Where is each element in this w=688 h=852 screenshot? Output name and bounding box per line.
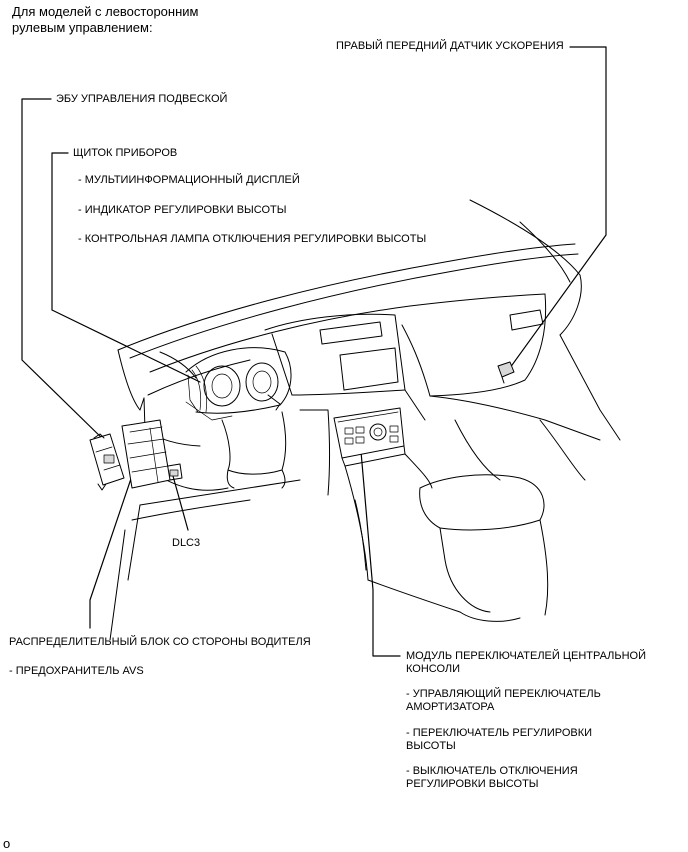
label-console-item-damper-switch-1: - УПРАВЛЯЮЩИЙ ПЕРЕКЛЮЧАТЕЛЬ [406,688,601,700]
dashboard-upper [143,293,547,447]
label-console-item-height-off-switch-2: РЕГУЛИРОВКИ ВЫСОТЫ [406,778,539,790]
label-console-item-height-switch-2: ВЫСОТЫ [406,740,456,752]
label-dlc3: DLC3 [172,537,201,549]
label-console-item-damper-switch-2: АМОРТИЗАТОРА [406,701,495,713]
label-panel-item-height-indicator: - ИНДИКАТОР РЕГУЛИРОВКИ ВЫСОТЫ [78,204,287,216]
floor-console [344,453,549,622]
label-console-item-height-off-switch-1: - ВЫКЛЮЧАТЕЛЬ ОТКЛЮЧЕНИЯ [406,765,578,777]
leader-dlc3 [172,475,189,531]
label-instrument-panel: ЩИТОК ПРИБОРОВ [73,147,178,159]
driver-junction-block [121,419,183,489]
leader-lines [21,46,607,657]
windshield-and-pillars [117,199,621,441]
label-driver-junction-block: РАСПРЕДЕЛИТЕЛЬНЫЙ БЛОК СО СТОРОНЫ ВОДИТЕ… [9,636,311,648]
passenger-dashboard [429,309,601,481]
center-console-switch-module [333,407,406,467]
leader-center-console-module [359,439,401,657]
right-front-acceleration-sensor [497,361,515,384]
label-center-console-module-line-2: КОНСОЛИ [406,663,461,675]
leader-instrument-panel [51,152,201,383]
caption-line-2: рулевым управлением: [12,20,153,35]
driver-lower-dashboard [109,429,301,641]
label-console-item-height-switch-1: - ПЕРЕКЛЮЧАТЕЛЬ РЕГУЛИРОВКИ [406,727,593,739]
leader-driver-junction-block [89,451,141,629]
label-suspension-ecu: ЭБУ УПРАВЛЕНИЯ ПОДВЕСКОЙ [56,93,228,105]
leader-suspension-ecu [21,98,108,444]
label-avs-fuse: - ПРЕДОХРАНИТЕЛЬ AVS [9,665,144,677]
suspension-control-ecu [89,433,125,491]
center-stack [264,313,426,496]
caption-line-1: Для моделей с левосторонним [12,4,199,19]
left-body-edge [117,349,145,411]
label-panel-item-height-off-lamp: - КОНТРОЛЬНАЯ ЛАМПА ОТКЛЮЧЕНИЯ РЕГУЛИРОВ… [78,233,427,245]
steering-column [226,469,286,489]
corner-mark: o [3,836,11,851]
label-panel-item-multi-display: - МУЛЬТИИНФОРМАЦИОННЫЙ ДИСПЛЕЙ [78,174,300,186]
leader-right-front-sensor [506,46,607,373]
instrument-cluster [185,347,292,475]
label-right-front-acceleration-sensor: ПРАВЫЙ ПЕРЕДНИЙ ДАТЧИК УСКОРЕНИЯ [336,40,564,52]
label-center-console-module-line-1: МОДУЛЬ ПЕРЕКЛЮЧАТЕЛЕЙ ЦЕНТРАЛЬНОЙ [406,650,647,662]
